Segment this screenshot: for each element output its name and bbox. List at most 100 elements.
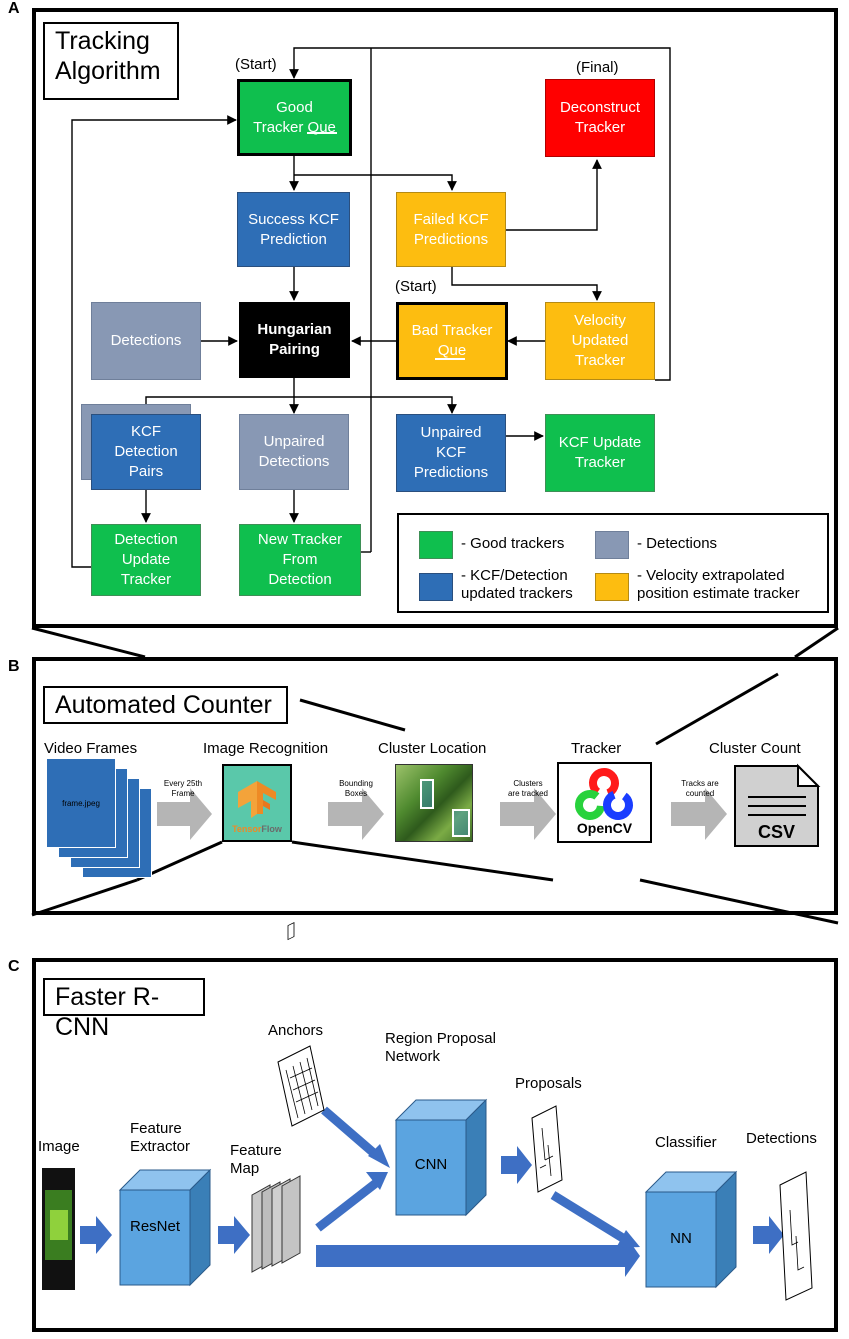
unpaired-kcf-predictions-node: Unpaired KCF Predictions xyxy=(396,414,506,492)
legend-good-text: - Good trackers xyxy=(461,535,565,552)
cluster-bbox-2 xyxy=(452,809,470,837)
legend-swatch-good xyxy=(419,531,453,559)
success-kcf-prediction-label: Success KCF Prediction xyxy=(248,210,339,248)
panel-a-title: Tracking Algorithm xyxy=(43,22,179,100)
label-feature-map: Feature Map xyxy=(230,1142,282,1177)
start-label-bad: (Start) xyxy=(395,278,437,295)
tensorflow-logo-box: TensorFlow xyxy=(222,764,292,842)
failed-kcf-predictions-label: Failed KCF Predictions xyxy=(413,210,489,248)
panel-b-title: Automated Counter xyxy=(43,686,288,724)
arrowhead-prop-nn xyxy=(616,1230,640,1248)
stage-video-frames: Video Frames xyxy=(44,740,138,757)
new-tracker-from-detection-label: New Tracker From Detection xyxy=(257,531,343,588)
detections-node: Detections xyxy=(91,302,201,380)
arrow-nn-to-detections xyxy=(753,1216,784,1254)
bad-tracker-que-label: Bad Tracker Que xyxy=(411,322,493,359)
arrow-label-clusters-tracked: Clusters are tracked xyxy=(507,779,549,798)
resnet-cube xyxy=(118,1168,212,1287)
label-proposals: Proposals xyxy=(515,1075,582,1092)
tensorflow-word-a: Tensor xyxy=(232,824,262,834)
arrow-resnet-to-map xyxy=(218,1216,250,1254)
new-tracker-from-detection-node: New Tracker From Detection xyxy=(239,524,361,596)
stage-tracker: Tracker xyxy=(571,740,622,757)
opencv-icon xyxy=(575,768,633,820)
good-tracker-underline xyxy=(307,132,337,134)
label-feature-extractor: Feature Extractor xyxy=(130,1120,191,1155)
arrowhead-map-cnn xyxy=(366,1172,388,1190)
video-frame-1: frame.jpeg xyxy=(46,758,116,848)
arrow-image-to-resnet xyxy=(80,1216,112,1254)
legend-swatch-detections xyxy=(595,531,629,559)
good-tracker-que-node: Good Tracker Que xyxy=(237,79,352,156)
label-classifier: Classifier xyxy=(655,1134,717,1151)
legend-swatch-velocity xyxy=(595,573,629,601)
frame-file-label: frame.jpeg xyxy=(62,798,100,808)
kcf-update-tracker-label: KCF Update Tracker xyxy=(558,434,642,471)
stage-cluster-count: Cluster Count xyxy=(709,740,801,757)
success-kcf-prediction-node: Success KCF Prediction xyxy=(237,192,350,267)
arrowhead-anchors-cnn xyxy=(368,1144,390,1168)
deconstruct-tracker-node: Deconstruct Tracker xyxy=(545,79,655,157)
kcf-update-tracker-node: KCF Update Tracker xyxy=(545,414,655,492)
legend-detections-text: - Detections xyxy=(637,535,718,552)
detection-update-tracker-label: Detection Update Tracker xyxy=(114,531,178,588)
arrow-cnn-to-proposals xyxy=(501,1146,532,1184)
arrow-label-every-25th: Every 25th Frame xyxy=(163,779,203,798)
arrow-label-bounding-boxes: Bounding Boxes xyxy=(339,779,373,798)
nn-cube xyxy=(644,1170,738,1289)
stage-cluster-location: Cluster Location xyxy=(378,740,487,757)
label-image: Image xyxy=(38,1138,80,1155)
unpaired-detections-node: Unpaired Detections xyxy=(239,414,349,490)
kcf-detection-pairs-label: KCF Detection Pairs xyxy=(114,423,178,480)
cluster-location-image xyxy=(395,764,473,842)
label-rpn: Region Proposal Network xyxy=(385,1030,496,1065)
input-image xyxy=(42,1168,75,1290)
cnn-cube-label: CNN xyxy=(414,1156,448,1173)
detection-update-tracker-node: Detection Update Tracker xyxy=(91,524,201,596)
arrow-map-to-cnn xyxy=(315,1179,379,1232)
tensorflow-wordmark: TensorFlow xyxy=(224,824,290,834)
label-detections: Detections xyxy=(746,1130,817,1147)
nn-cube-label: NN xyxy=(670,1230,692,1247)
panel-b-automated-counter xyxy=(32,657,838,915)
cnn-cube xyxy=(394,1098,488,1217)
unpaired-kcf-predictions-label: Unpaired KCF Predictions xyxy=(413,424,489,481)
resnet-cube-label: ResNet xyxy=(129,1218,181,1235)
feature-map-stack xyxy=(251,1175,301,1273)
velocity-updated-tracker-node: Velocity Updated Tracker xyxy=(545,302,655,380)
deconstruct-tracker-label: Deconstruct Tracker xyxy=(559,99,641,136)
panel-c-title: Faster R-CNN xyxy=(43,978,205,1041)
start-label-good: (Start) xyxy=(235,56,277,73)
arrow-anchors-to-cnn xyxy=(321,1106,379,1159)
panel-c-letter: C xyxy=(8,958,20,975)
panel-a-tracking-algorithm xyxy=(32,8,838,628)
failed-kcf-predictions-node: Failed KCF Predictions xyxy=(396,192,506,267)
legend-kcf-text: - KCF/Detection updated trackers xyxy=(461,567,573,602)
panel-a-letter: A xyxy=(8,0,20,17)
legend-velocity-text: - Velocity extrapolated position estimat… xyxy=(637,567,800,602)
csv-label: CSV xyxy=(757,822,795,842)
tracking-legend: - Good trackers - Detections - KCF/Detec… xyxy=(397,513,829,613)
final-label: (Final) xyxy=(576,59,619,76)
panel-c-faster-rcnn xyxy=(32,958,838,1332)
hungarian-pairing-node: Hungarian Pairing xyxy=(239,302,350,378)
bad-tracker-que-node: Bad Tracker Que xyxy=(396,302,508,380)
velocity-updated-tracker-label: Velocity Updated Tracker xyxy=(571,312,629,369)
opencv-logo-box: OpenCV xyxy=(557,762,652,843)
panel-b-letter: B xyxy=(8,658,20,675)
bad-tracker-underline xyxy=(435,358,465,360)
tensorflow-icon xyxy=(238,781,276,818)
label-anchors: Anchors xyxy=(268,1022,324,1039)
unpaired-detections-label: Unpaired Detections xyxy=(258,433,330,470)
anchors-sheet xyxy=(277,922,325,1127)
stage-image-recognition: Image Recognition xyxy=(203,740,329,757)
kcf-detection-pairs-node: KCF Detection Pairs xyxy=(91,414,201,490)
opencv-wordmark: OpenCV xyxy=(576,820,633,836)
arrow-label-tracks-counted: Tracks are counted xyxy=(681,779,719,798)
legend-swatch-kcf xyxy=(419,573,453,601)
